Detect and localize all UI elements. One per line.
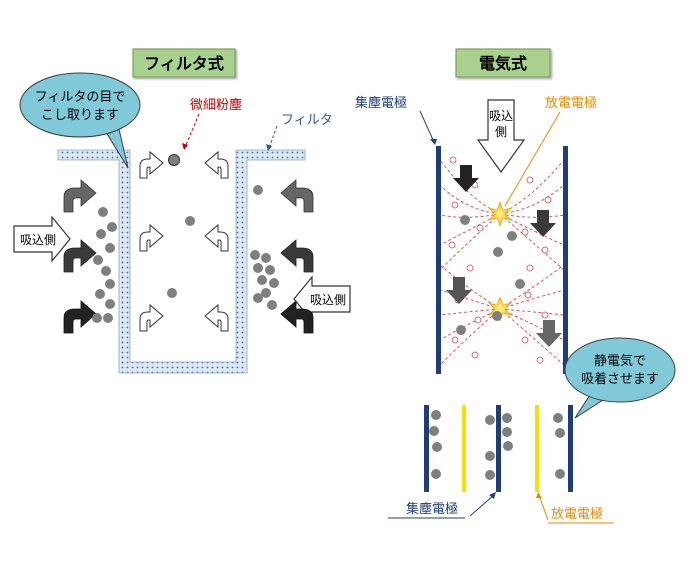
airflow-arrow-right-2 bbox=[280, 239, 314, 273]
outer-airflow-arrows bbox=[63, 179, 314, 334]
electric-intake-arrow: 吸込 側 bbox=[476, 99, 526, 174]
ions bbox=[448, 156, 552, 364]
discharge-spark-2 bbox=[488, 296, 512, 322]
collector-electrode-left bbox=[436, 146, 441, 374]
filter-label: フィルタ bbox=[281, 113, 333, 128]
right-intake-label: 吸込側 bbox=[310, 293, 346, 307]
bottom-discharge-1 bbox=[462, 405, 466, 492]
electric-title: 電気式 bbox=[479, 54, 527, 73]
inner-airflow-arrows bbox=[139, 150, 229, 332]
airflow-arrow-right-1 bbox=[280, 179, 314, 213]
collector-electrode-right bbox=[563, 146, 568, 374]
filter-bubble-line2: こし取ります bbox=[41, 108, 119, 123]
electric-bubble-line2: 吸着させます bbox=[581, 371, 659, 387]
bottom-particles bbox=[429, 410, 565, 480]
filter-title: フィルタ式 bbox=[144, 54, 224, 73]
left-intake-arrow: 吸込側 bbox=[13, 215, 71, 263]
filter-section: フィルタ式 フィルタの目で こし取ります 微細粉塵 フィルタ 吸込側 吸込側 bbox=[13, 48, 351, 374]
electric-speech-bubble: 静電気で 吸着させます bbox=[564, 337, 676, 419]
electric-intake-line1: 吸込 bbox=[489, 109, 513, 123]
filter-media bbox=[57, 149, 306, 374]
electric-intake-line2: 側 bbox=[495, 125, 507, 139]
dust-pointer bbox=[183, 113, 200, 151]
bottom-collector-label: 集塵電極 bbox=[406, 501, 458, 517]
bottom-collector-3 bbox=[568, 405, 573, 492]
airflow-arrow-left-3 bbox=[63, 300, 97, 334]
filter-speech-bubble: フィルタの目で こし取ります bbox=[19, 72, 141, 169]
dust-label: 微細粉塵 bbox=[190, 98, 242, 113]
filter-title-box bbox=[132, 48, 236, 78]
collector-label: 集塵電極 bbox=[355, 95, 407, 111]
filter-bubble-line1: フィルタの目で bbox=[35, 90, 126, 105]
airflow-arrow-left-1 bbox=[63, 179, 97, 213]
bottom-electrodes bbox=[424, 405, 573, 492]
discharge-spark-1 bbox=[488, 201, 512, 227]
bottom-collector-1 bbox=[424, 405, 429, 492]
left-intake-label: 吸込側 bbox=[20, 233, 56, 247]
electric-flow-arrows bbox=[446, 165, 562, 347]
electric-bubble-line1: 静電気で bbox=[594, 353, 646, 369]
electric-particles bbox=[456, 215, 525, 335]
bottom-discharge-label: 放電電極 bbox=[551, 506, 603, 522]
filter-pointer bbox=[268, 125, 278, 149]
bottom-discharge-2 bbox=[535, 405, 539, 492]
airflow-arrow-left-2 bbox=[63, 239, 97, 273]
bottom-collector-2 bbox=[496, 405, 501, 492]
collector-pointer bbox=[419, 110, 435, 143]
discharge-label: 放電電極 bbox=[545, 95, 597, 111]
discharge-pointer bbox=[504, 111, 561, 207]
electric-title-box bbox=[455, 48, 551, 78]
electric-section: 電気式 集塵電極 放電電極 吸込 側 bbox=[355, 48, 676, 524]
airflow-arrow-right-3 bbox=[280, 300, 314, 334]
filter-particles bbox=[92, 154, 279, 323]
